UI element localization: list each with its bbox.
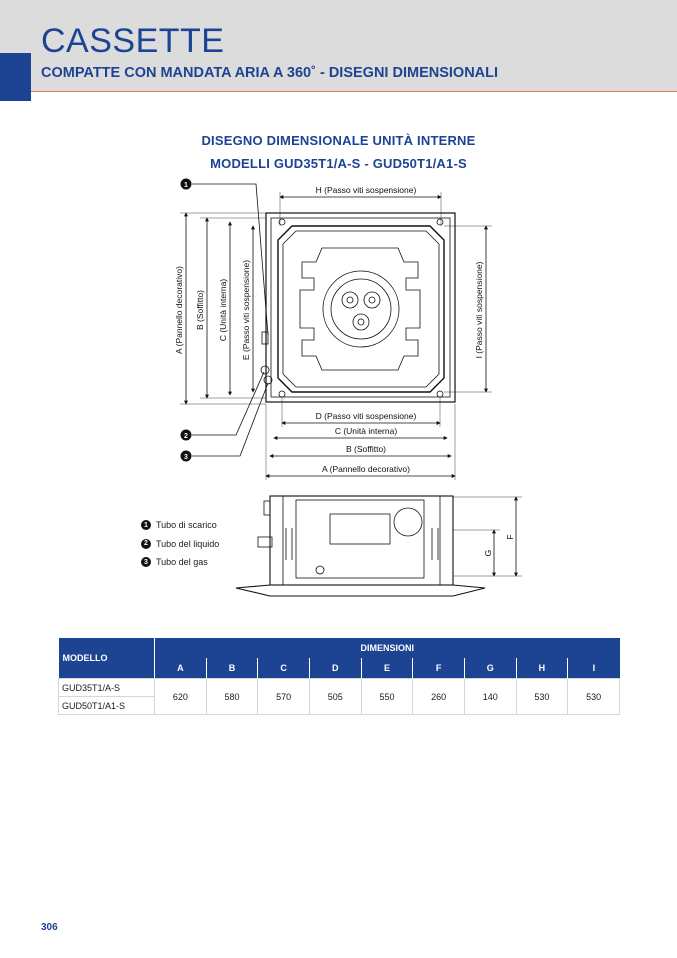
dim-label-a-left: A (Pannello decorativo) (174, 266, 184, 354)
table-col-header: I (567, 658, 620, 679)
dim-label-d-bottom: D (Passo viti sospensione) (316, 411, 417, 421)
callout-3: 3 (180, 450, 192, 462)
svg-text:1: 1 (184, 182, 188, 189)
dim-label-b-left: B (Soffitto) (195, 290, 205, 330)
callout-1: 1 (180, 178, 192, 190)
table-col-header: C (257, 658, 310, 679)
dim-label-c-bottom: C (Unità interna) (335, 426, 398, 436)
table-cell-value: 570 (257, 678, 310, 715)
table-col-header: G (463, 658, 517, 679)
dim-label-e-left: E (Passo viti sospensione) (241, 260, 251, 360)
table-col-header: A (154, 658, 207, 679)
page-subtitle: COMPATTE CON MANDATA ARIA A 360˚ - DISEG… (41, 65, 499, 81)
legend-number: 3 (141, 557, 151, 568)
table-cell-value: 550 (360, 678, 414, 715)
table-col-header: H (515, 658, 568, 679)
table-col-header: E (360, 658, 413, 679)
dim-label-f: F (505, 534, 515, 539)
table-col-header: D (308, 658, 362, 679)
table-cell-value: 260 (412, 678, 465, 715)
svg-text:3: 3 (184, 454, 188, 461)
legend-number: 1 (141, 520, 151, 531)
dimensions-table: MODELLO DIMENSIONI A B C D E F G H I GUD… (58, 638, 620, 715)
section-title-line1: DISEGNO DIMENSIONALE UNITÀ INTERNE (201, 133, 476, 148)
table-cell-value: 505 (308, 678, 362, 715)
legend-item-gas: 3 Tubo del gas (141, 553, 219, 572)
table-header-dimensions: DIMENSIONI (154, 638, 620, 658)
table-row: GUD35T1/A-S 620 580 570 505 550 260 140 … (58, 678, 620, 715)
legend-label: Tubo del gas (156, 557, 208, 568)
dim-label-c-left: C (Unità interna) (218, 279, 228, 342)
callout-2: 2 (180, 429, 192, 441)
page-number: 306 (41, 922, 58, 933)
table-cell-value: 580 (205, 678, 259, 715)
dim-label-g: G (483, 550, 493, 557)
fan-circle (322, 270, 400, 348)
table-cell-value: 620 (154, 678, 207, 715)
table-cell-value: 530 (567, 678, 620, 715)
table-col-header: B (205, 658, 258, 679)
dim-label-a-bottom: A (Pannello decorativo) (322, 464, 410, 474)
table-cell-model: GUD50T1/A1-S (58, 696, 155, 715)
dim-label-h: H (Passo viti sospensione) (316, 185, 417, 195)
side-view (235, 495, 522, 597)
legend-label: Tubo di scarico (156, 520, 217, 531)
pipe-legend: 1 Tubo di scarico 2 Tubo del liquido 3 T… (141, 516, 219, 572)
table-cell-value: 140 (463, 678, 517, 715)
table-header-model: MODELLO (58, 638, 155, 679)
table-cell-value: 530 (515, 678, 569, 715)
page-header (0, 0, 677, 92)
dim-label-i-right: I (Passo viti sospensione) (474, 261, 484, 358)
decorative-panel-outline (265, 212, 456, 403)
legend-item-drain: 1 Tubo di scarico (141, 516, 219, 535)
legend-item-liquid: 2 Tubo del liquido (141, 535, 219, 554)
table-col-header: F (412, 658, 465, 679)
page-title: CASSETTE (41, 22, 225, 60)
legend-label: Tubo del liquido (156, 538, 220, 549)
indoor-unit-outline (277, 225, 445, 393)
dimensional-drawing: 1 2 3 H (Passo viti sospensione) A (Pann… (174, 178, 522, 597)
legend-number: 2 (141, 538, 151, 549)
table-cell-model: GUD35T1/A-S (58, 678, 155, 697)
table-row: GUD50T1/A1-S (58, 696, 620, 715)
svg-text:2: 2 (184, 433, 188, 440)
header-accent-bar (0, 53, 31, 101)
section-title-line2: MODELLI GUD35T1/A-S - GUD50T1/A1-S (210, 156, 467, 171)
dim-label-b-bottom: B (Soffitto) (346, 444, 386, 454)
